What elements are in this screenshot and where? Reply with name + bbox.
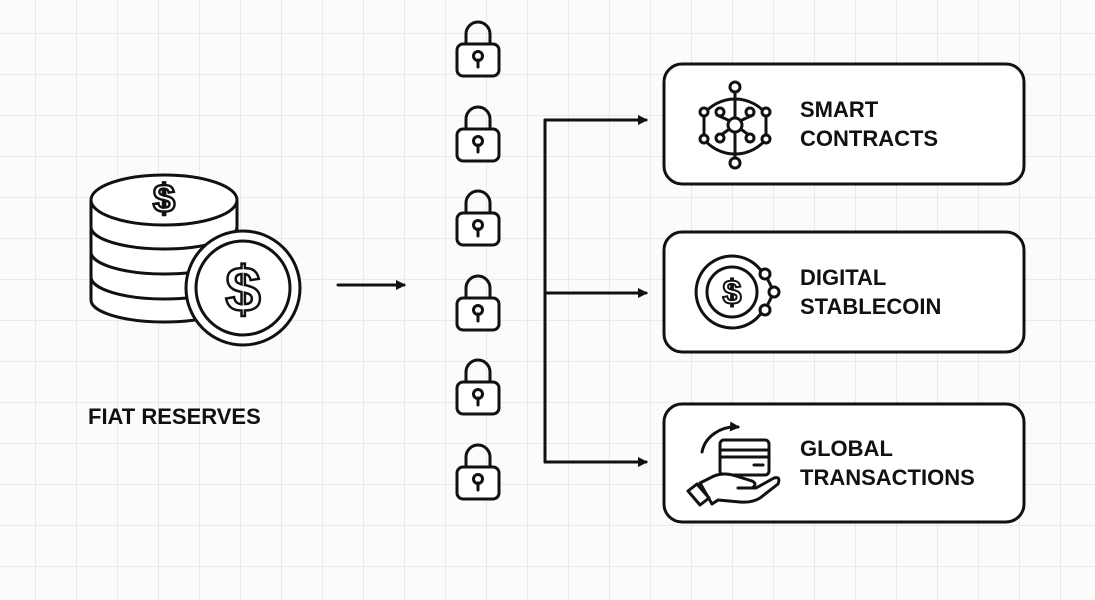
card-title-line1: DIGITAL — [800, 265, 886, 290]
padlock-icon — [455, 20, 501, 78]
card-title-line1: GLOBAL — [800, 436, 893, 461]
card-title-line2: STABLECOIN — [800, 294, 941, 319]
coin-stack-icon: $ $ — [89, 173, 302, 347]
svg-text:$: $ — [723, 274, 742, 312]
distribution-connectors — [543, 115, 648, 467]
network-nodes-icon — [698, 80, 772, 170]
card-title-line1: SMART — [800, 97, 879, 122]
hand-card-transfer-icon — [686, 421, 781, 507]
card-title-line2: CONTRACTS — [800, 126, 938, 151]
padlock-icon — [455, 189, 501, 247]
fiat-reserves-label: FIAT RESERVES — [88, 404, 261, 429]
padlock-icon — [455, 105, 501, 163]
svg-text:$: $ — [225, 253, 261, 325]
global-transactions-card: GLOBAL TRANSACTIONS — [662, 402, 1026, 524]
lock-column — [455, 20, 501, 501]
dollar-coin-nodes-icon: $ — [694, 254, 781, 330]
card-title-line2: TRANSACTIONS — [800, 465, 975, 490]
digital-stablecoin-card: $ DIGITAL STABLECOIN — [662, 230, 1026, 354]
padlock-icon — [455, 358, 501, 416]
smart-contracts-card: SMART CONTRACTS — [662, 62, 1026, 186]
svg-text:$: $ — [153, 177, 175, 221]
padlock-icon — [455, 274, 501, 332]
padlock-icon — [455, 443, 501, 501]
